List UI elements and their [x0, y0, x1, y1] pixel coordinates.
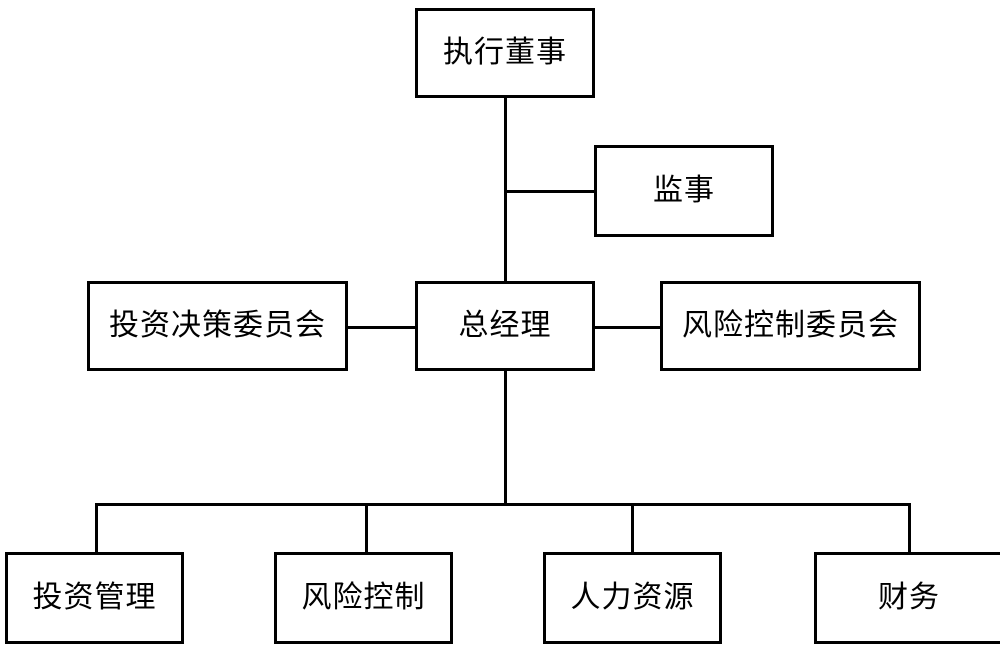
node-label-executive-director: 执行董事 [443, 36, 567, 69]
node-risk-control-committee[interactable]: 风险控制委员会 [660, 281, 921, 371]
node-human-resources[interactable]: 人力资源 [543, 552, 722, 644]
node-label-human-resources: 人力资源 [570, 581, 695, 614]
node-label-risk-control: 风险控制 [301, 581, 426, 614]
connector-general-manager-to-risk-control-committee [592, 326, 662, 329]
connector-general-manager-to-investment-decision-committee [347, 326, 418, 329]
node-investment-decision-committee[interactable]: 投资决策委员会 [87, 281, 348, 371]
connector-bus-to-human-resources [631, 503, 634, 554]
node-investment-management[interactable]: 投资管理 [5, 552, 184, 644]
connector-bus-to-risk-control [365, 503, 368, 554]
connector-department-bus [95, 503, 911, 506]
node-label-general-manager: 总经理 [458, 309, 552, 342]
node-executive-director[interactable]: 执行董事 [415, 8, 595, 98]
connector-general-manager-to-department-bus [504, 370, 507, 506]
node-label-risk-control-committee: 风险控制委员会 [682, 309, 899, 342]
node-supervisor[interactable]: 监事 [594, 145, 774, 237]
connector-bus-to-finance [908, 503, 911, 554]
node-finance[interactable]: 财务 [814, 552, 1000, 644]
node-label-investment-decision-committee: 投资决策委员会 [109, 309, 326, 342]
node-label-investment-management: 投资管理 [32, 581, 157, 614]
node-general-manager[interactable]: 总经理 [415, 281, 595, 371]
node-label-supervisor: 监事 [653, 174, 715, 207]
node-label-finance: 财务 [878, 581, 940, 614]
node-risk-control[interactable]: 风险控制 [274, 552, 453, 644]
connector-bus-to-investment-management [95, 503, 98, 554]
connector-trunk-to-supervisor [504, 190, 596, 193]
